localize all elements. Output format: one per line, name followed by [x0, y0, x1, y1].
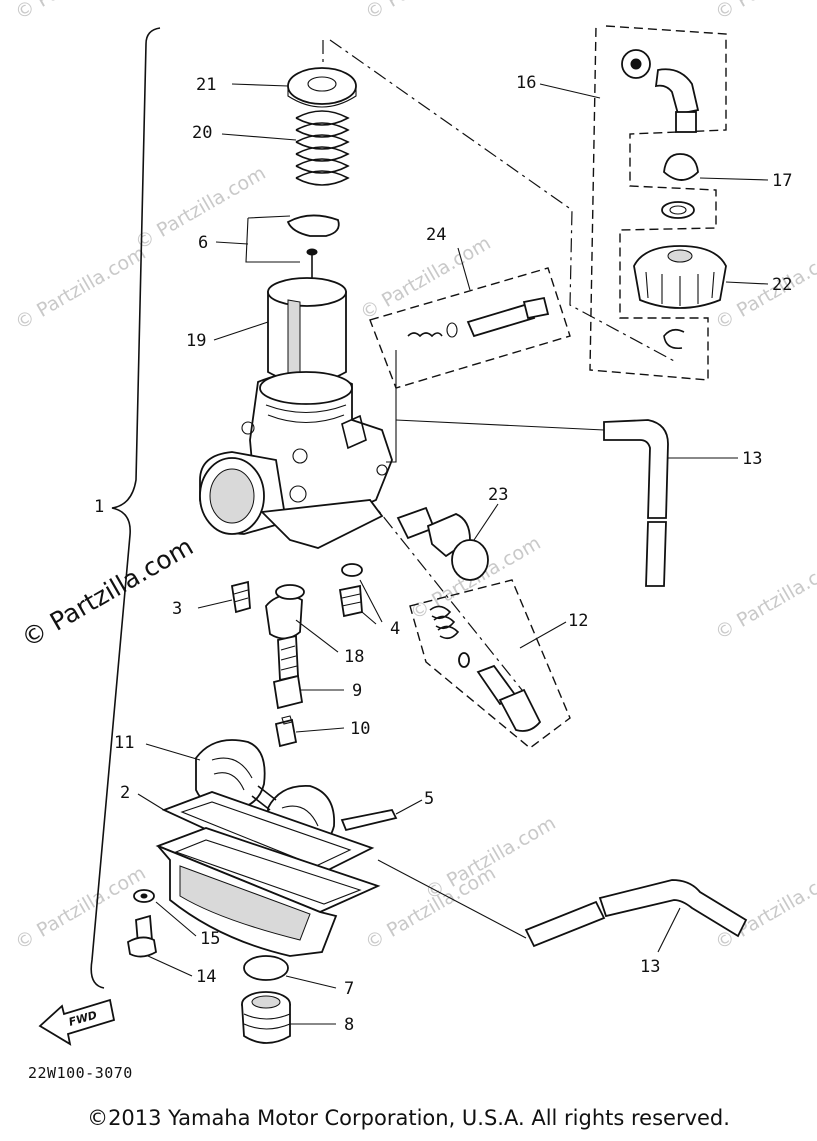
callout-21: 21 [196, 75, 216, 95]
part-16-17-22-group [589, 25, 727, 381]
callout-15: 15 [200, 929, 220, 949]
callout-2: 2 [120, 783, 130, 803]
part-20-spring [295, 110, 350, 186]
watermark-text: © Partzilla.com [422, 812, 560, 904]
callout-10: 10 [350, 719, 370, 739]
callout-4: 4 [390, 619, 400, 639]
callout-7: 7 [344, 979, 354, 999]
leader-lines [137, 83, 769, 1025]
reference-line [329, 39, 677, 363]
part-13-hose-upper [395, 419, 669, 587]
callout-16: 16 [516, 73, 536, 93]
watermark-text: © Partzilla.com [12, 862, 150, 954]
callout-13-upper: 13 [742, 449, 762, 469]
watermark-text: © Partzilla.com [712, 0, 817, 24]
part-7-gasket [243, 955, 289, 981]
part-18-needle-jet [265, 584, 305, 640]
watermark-text: © Partzilla.com [362, 0, 500, 24]
copyright-notice: ©2013 Yamaha Motor Corporation, U.S.A. A… [87, 1106, 730, 1130]
part-5-pin [340, 808, 398, 832]
callout-22: 22 [772, 275, 792, 295]
callout-18: 18 [344, 647, 364, 667]
watermark-text: © Partzilla.com [712, 242, 817, 334]
callout-23: 23 [488, 485, 508, 505]
callout-13-lower: 13 [640, 957, 660, 977]
part-12-starter-plunger-set [409, 579, 571, 749]
callout-12: 12 [568, 611, 588, 631]
part-14-screw [127, 914, 157, 958]
part-15-washer [133, 889, 155, 903]
watermark-text: © Partzilla.com [357, 232, 495, 324]
part-9-jet-holder [272, 634, 304, 710]
assembly-brace [90, 27, 161, 989]
callout-9: 9 [352, 681, 362, 701]
part-4-jets [338, 563, 363, 618]
callout-1: 1 [94, 497, 104, 517]
carburetor-body [199, 371, 393, 549]
part-3-jet [230, 580, 251, 614]
callout-20: 20 [192, 123, 212, 143]
callout-6: 6 [198, 233, 208, 253]
callout-3: 3 [172, 599, 182, 619]
part-24-pilot-screw-set [369, 267, 571, 463]
part-19-throttle-valve [267, 277, 347, 384]
part-6-clip [245, 214, 340, 300]
watermark-text: © Partzilla.com [12, 0, 150, 24]
callout-14: 14 [196, 967, 216, 987]
part-23-throttle-stop-screw [396, 506, 489, 581]
callout-labels: 1 2 3 4 5 6 7 8 9 10 11 12 13 13 14 15 1… [94, 73, 792, 1035]
watermark-text-main: © Partzilla.com [17, 532, 199, 654]
float-bowl [155, 827, 381, 957]
part-21-seat [287, 67, 357, 108]
part-10-main-jet [274, 715, 298, 748]
diagram-reference-code: 22W100-3070 [28, 1064, 133, 1082]
part-8-plug [241, 991, 291, 1044]
fwd-arrow-icon: FWD [38, 998, 116, 1046]
watermark-text: © Partzilla.com [712, 552, 817, 644]
callout-24: 24 [426, 225, 446, 245]
callout-17: 17 [772, 171, 792, 191]
callout-8: 8 [344, 1015, 354, 1035]
watermark-text: © Partzilla.com [12, 242, 150, 334]
callout-5: 5 [424, 789, 434, 809]
watermark-layer: © Partzilla.com © Partzilla.com © Partzi… [12, 0, 817, 954]
part-13-hose-lower [377, 859, 748, 948]
callout-19: 19 [186, 331, 206, 351]
callout-11: 11 [114, 733, 134, 753]
